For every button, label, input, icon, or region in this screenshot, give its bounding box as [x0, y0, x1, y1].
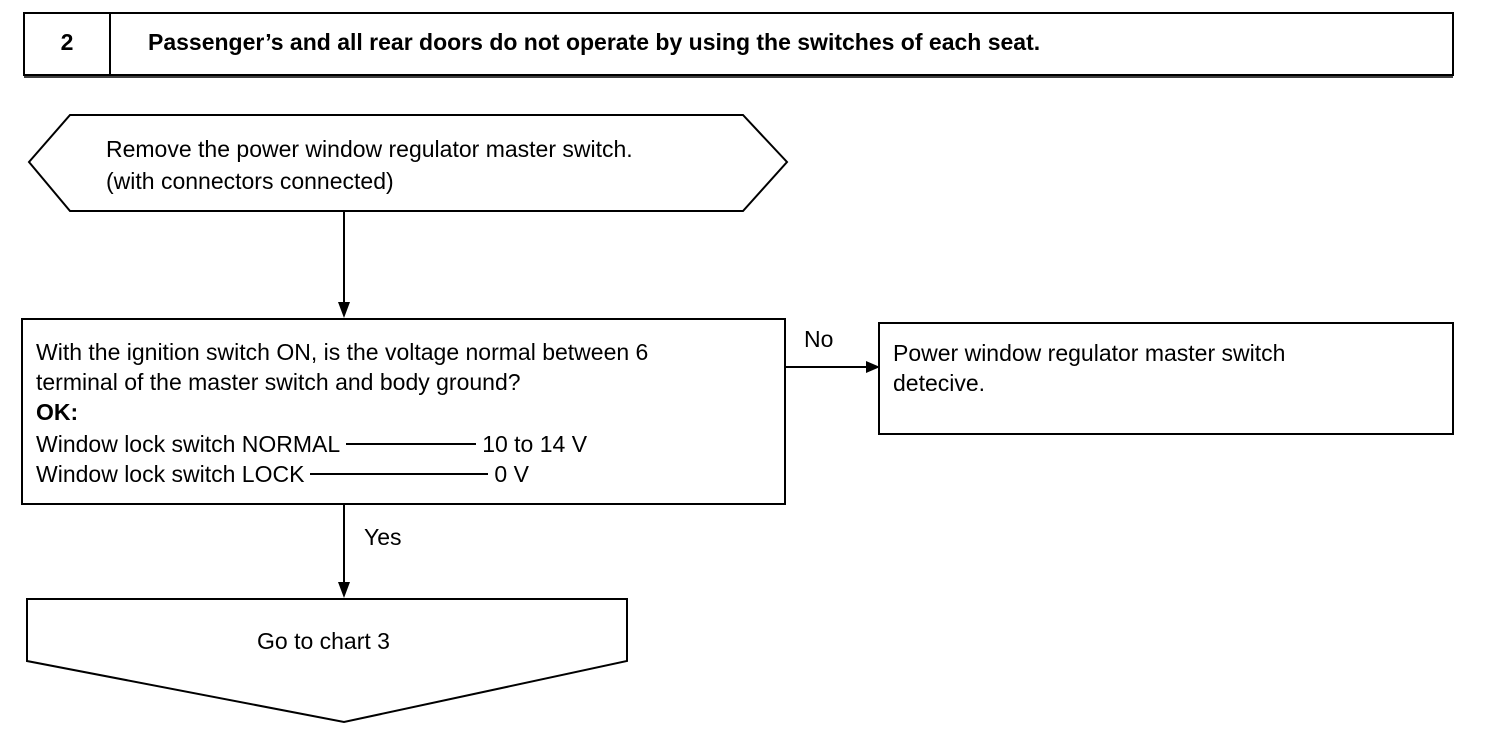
spec-value: 0 V [494, 461, 529, 487]
spec-condition: Window lock switch LOCK [36, 461, 305, 487]
start-step-line1: Remove the power window regulator master… [106, 136, 633, 162]
yes-label: Yes [364, 524, 402, 550]
step-title: Passenger’s and all rear doors do not op… [148, 29, 1041, 55]
spec-value: 10 to 14 V [482, 431, 588, 457]
spec-condition: Window lock switch NORMAL [36, 431, 341, 457]
next-step-label: Go to chart 3 [257, 628, 390, 654]
check-question-line1: With the ignition switch ON, is the volt… [36, 339, 649, 365]
arrowhead-start-to-check [338, 302, 350, 318]
no-result-line1: Power window regulator master switch [893, 340, 1286, 366]
check-question-line2: terminal of the master switch and body g… [36, 369, 521, 395]
next-step-connector [26, 598, 628, 724]
arrowhead-yes [338, 582, 350, 598]
start-step-line2: (with connectors connected) [106, 168, 394, 194]
no-label: No [804, 326, 834, 352]
spec-row: Window lock switch LOCK 0 V [36, 459, 529, 489]
start-hexagon [27, 114, 789, 212]
arrowhead-no [866, 361, 880, 373]
spec-row: Window lock switch NORMAL 10 to 14 V [36, 429, 587, 459]
ok-label: OK: [36, 399, 79, 425]
no-result-line2: detecive. [893, 370, 986, 396]
spec-leader-line [346, 442, 477, 445]
no-result-box [878, 322, 1454, 435]
header-box [23, 12, 1454, 76]
spec-leader-line [310, 472, 489, 475]
check-box [21, 318, 786, 505]
step-number: 2 [60, 29, 74, 55]
